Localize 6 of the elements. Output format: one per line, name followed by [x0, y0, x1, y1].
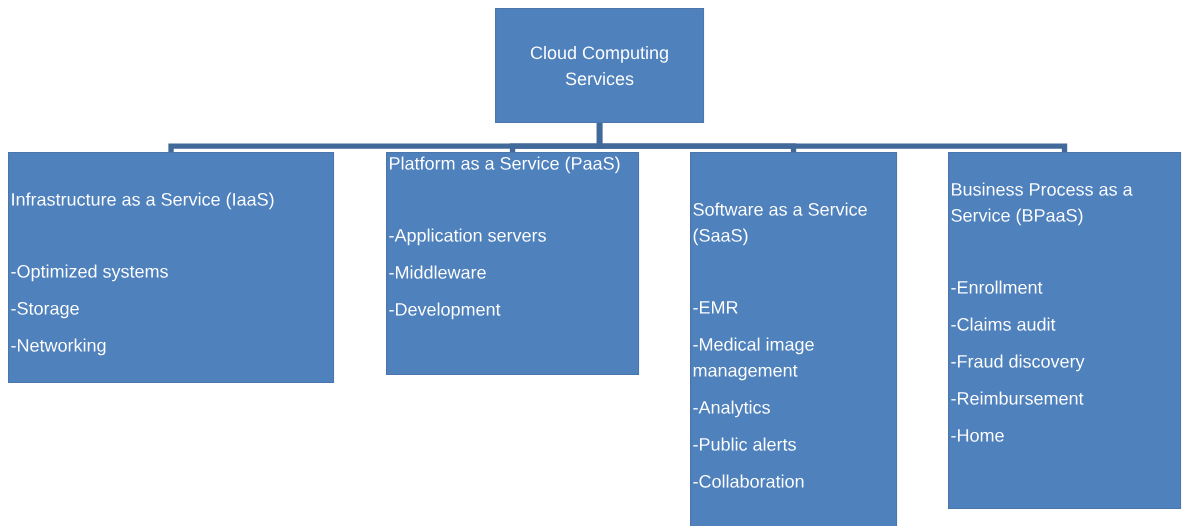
service-box: Business Process as a Service (BPaaS) -Enrollment -Claims audit -Fraud discovery -Reimbursement -Home — [948, 152, 1182, 510]
root-box: Cloud Computing Services — [495, 8, 705, 124]
service-box: Infrastructure as a Service (IaaS) -Optimized systems -Storage -Networking — [8, 152, 335, 384]
connector-line — [596, 123, 1068, 152]
service-box: Software as a Service (SaaS) -EMR -Medical image management -Analytics -Public alerts -Collaboration — [690, 152, 898, 526]
service-box: Platform as a Service (PaaS) -Application servers -Middleware -Development — [386, 152, 640, 376]
